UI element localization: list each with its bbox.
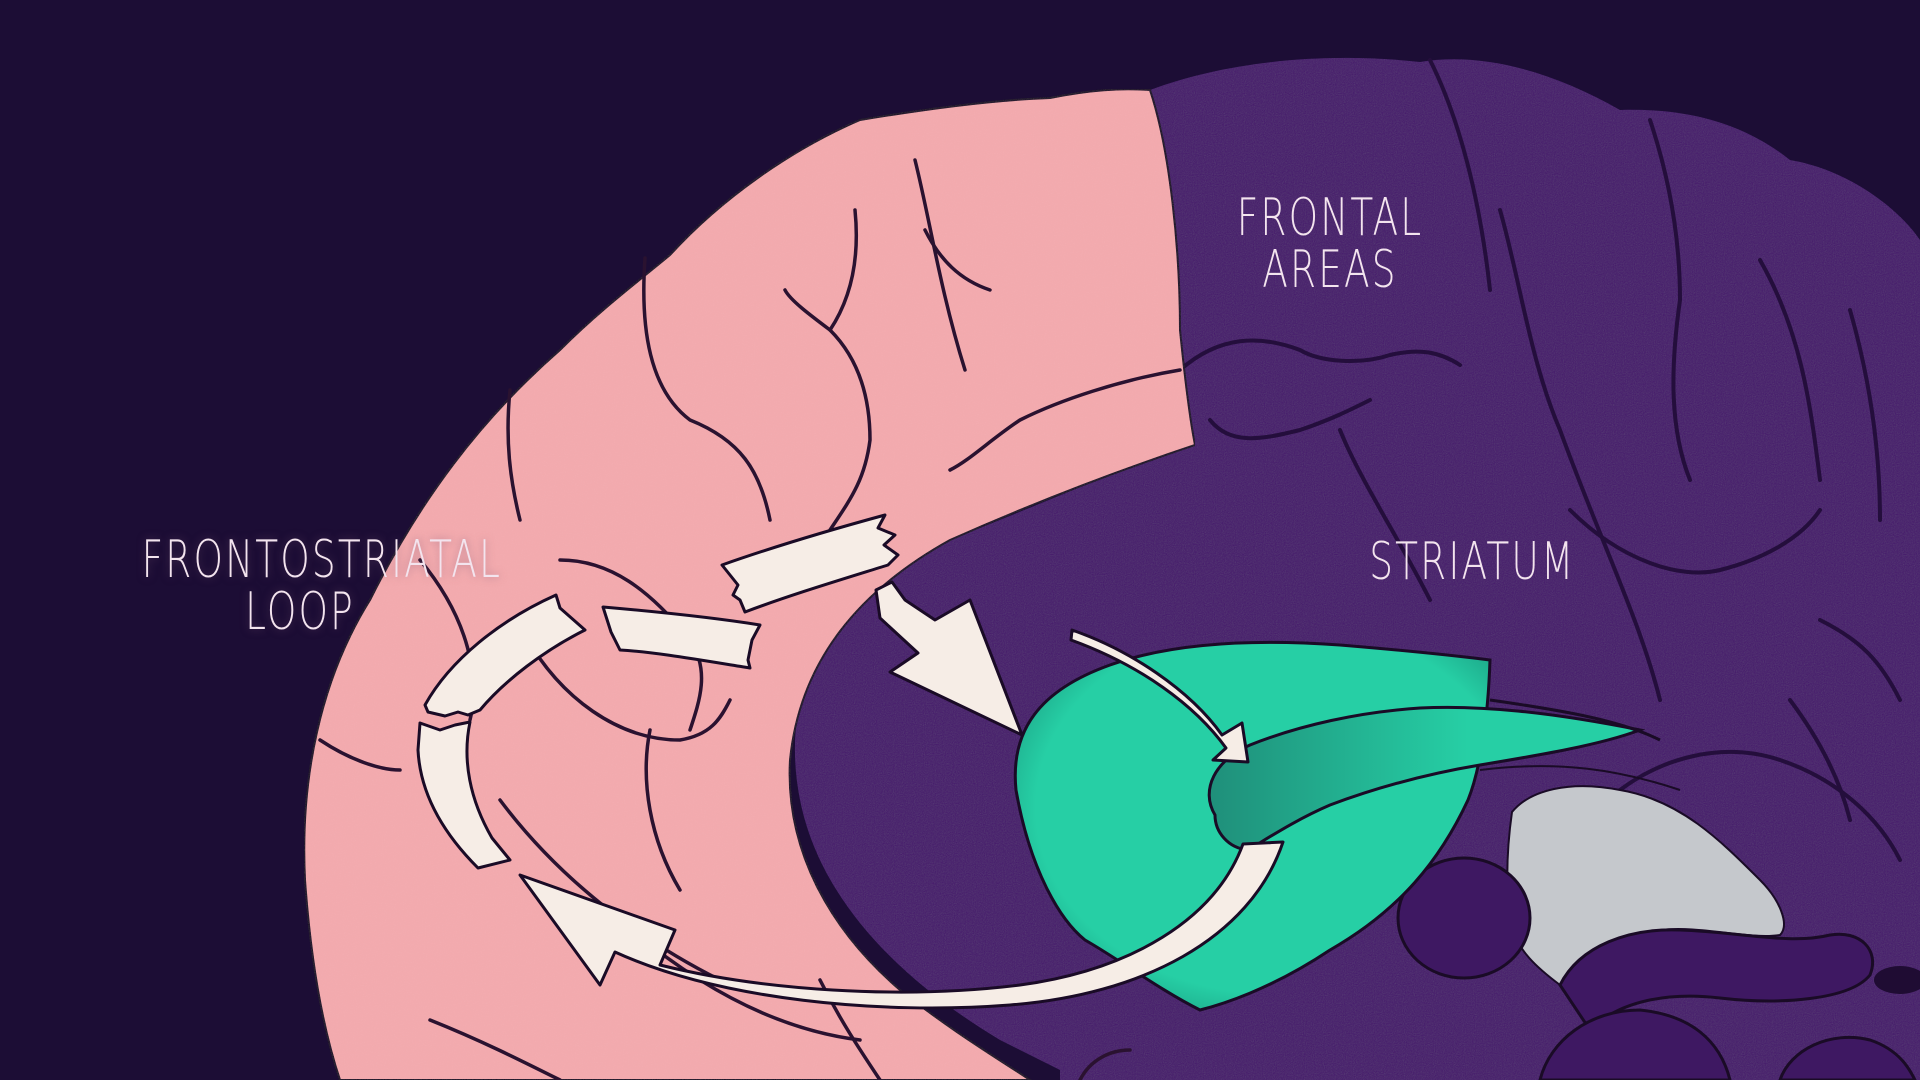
frontal-areas-label-line2: AREAS [1262, 240, 1398, 300]
striatum-structure [1013, 640, 1681, 1012]
striatum-label: STRIATUM [1369, 532, 1576, 592]
loop-tape-segment-middle [601, 605, 762, 670]
frontal-to-striatum-arrow [874, 580, 1024, 737]
frontal-areas-label: FRONTAL AREAS [1222, 192, 1438, 296]
striatum-to-frontal-arrow [518, 840, 1285, 1010]
loop-tape-segment-lower-left [416, 720, 512, 870]
arrows [416, 513, 1285, 1010]
frontostriatal-loop-label-line2: LOOP [245, 582, 355, 642]
loop-tape-segment-upper-left [423, 593, 587, 718]
frontostriatal-loop-label-line1: FRONTOSTRIATAL [141, 530, 503, 590]
purple-gyri [1178, 58, 1902, 862]
loop-tape-segment-top [720, 513, 900, 614]
frontostriatal-loop-label: FRONTOSTRIATAL LOOP [141, 530, 503, 642]
thin-striatum-arrow [1069, 628, 1250, 764]
frontal-areas-label-line1: FRONTAL [1236, 188, 1424, 248]
subcortical-structures [1396, 856, 1920, 1080]
